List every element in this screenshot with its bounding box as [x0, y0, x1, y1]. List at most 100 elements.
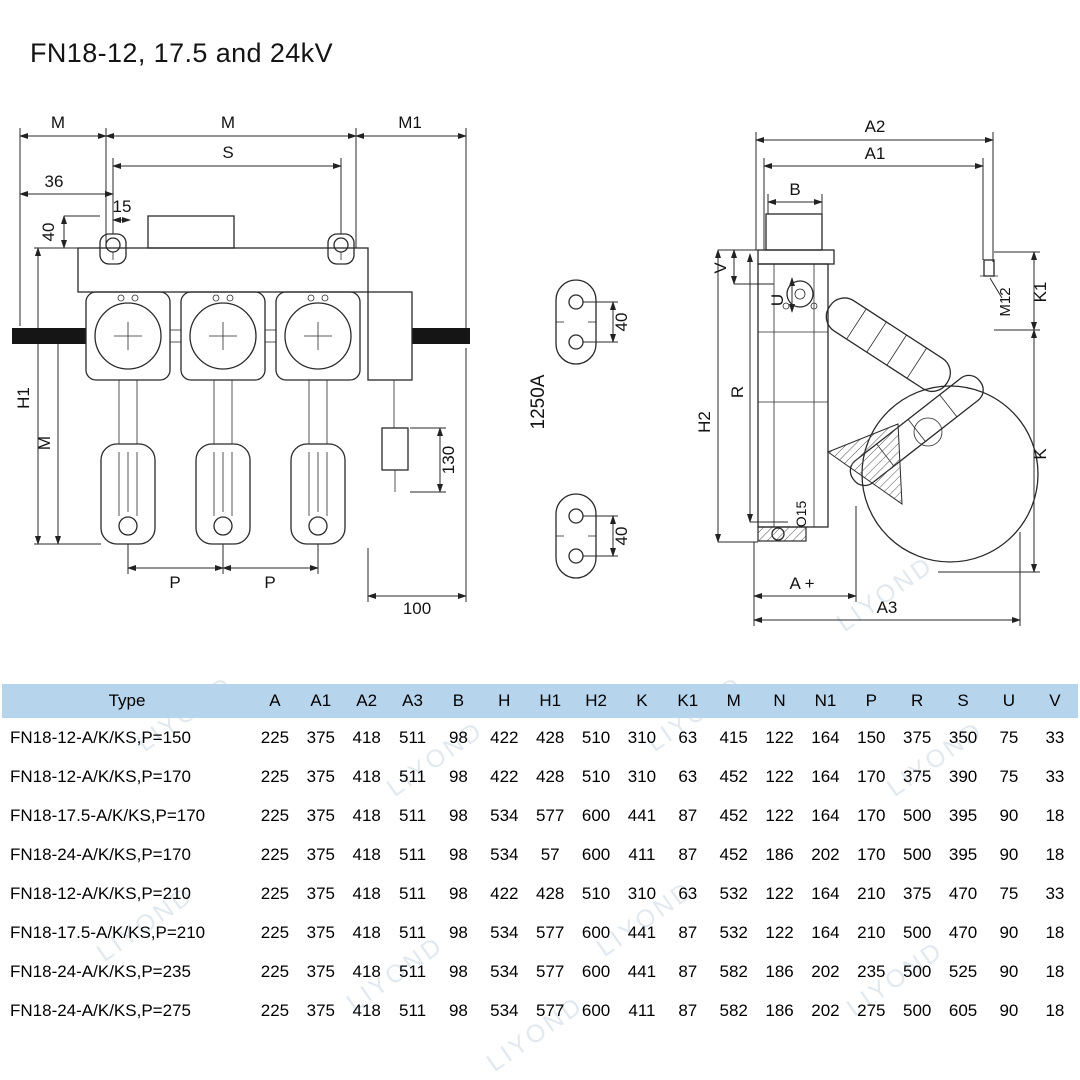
cell-value: 63 [678, 766, 698, 786]
lower-insulator [100, 379, 156, 545]
col-header-v: V [1031, 684, 1078, 718]
cell-value: 418 [352, 961, 381, 981]
col-header-type: Type [2, 684, 252, 718]
mounting-plates-drawing: 40 1250A 40 [528, 279, 631, 579]
side-body [757, 213, 1039, 563]
cell-value: 525 [948, 961, 978, 981]
cell-value: 98 [448, 844, 468, 864]
cell-value: 534 [490, 922, 519, 942]
cell-value: 63 [678, 727, 698, 747]
front-view-drawing: M M M1 S 36 15 40 H1 M P P 100 130 [12, 113, 470, 618]
cell-value: 98 [448, 961, 468, 981]
lower-insulator [195, 379, 251, 545]
cell-value: 98 [448, 805, 468, 825]
cell-value: 418 [352, 766, 381, 786]
cell-value: 90 [999, 1000, 1019, 1020]
col-header-a1: A1 [297, 684, 344, 718]
dim-label-o15: O15 [793, 501, 809, 528]
cell-value: 577 [536, 1000, 565, 1020]
cell-value: 375 [306, 805, 335, 825]
cell-value: 390 [948, 766, 978, 786]
dim-label-a2: A2 [865, 117, 886, 136]
dim-label-v: V [711, 262, 730, 274]
cell-value: 600 [581, 805, 611, 825]
cell-value: 511 [399, 805, 427, 825]
cell-value: 534 [490, 844, 519, 864]
cell-value: 582 [719, 961, 748, 981]
cell-value: 605 [948, 1000, 978, 1020]
dim-label-m-vertical: M [35, 436, 54, 450]
cell-value: 534 [490, 1000, 519, 1020]
cell-value: 422 [490, 883, 519, 903]
dim-label-40-bottom: 40 [612, 527, 631, 546]
cell-value: 418 [352, 727, 381, 747]
cell-value: 164 [811, 805, 840, 825]
cell-value: 87 [678, 922, 698, 942]
cell-value: 98 [448, 883, 468, 903]
dim-label-k1: K1 [1031, 282, 1050, 303]
dim-label-a1: A1 [865, 144, 886, 163]
cell-value: 511 [399, 922, 427, 942]
cell-value: 310 [627, 727, 657, 747]
cell-value: 186 [765, 1000, 794, 1020]
cell-value: 418 [352, 922, 381, 942]
cell-type: FN18-17.5-A/K/KS,P=170 [10, 805, 206, 825]
cell-value: 90 [999, 844, 1019, 864]
dim-label-h2: H2 [695, 411, 714, 433]
cell-value: 600 [581, 961, 611, 981]
cell-value: 18 [1045, 922, 1065, 942]
side-dimension-labels: A2 A1 B V U M12 K1 K R H2 O15 A + A3 [695, 117, 1050, 617]
dim-label-s: S [222, 143, 233, 162]
col-header-k1: K1 [664, 684, 711, 718]
dim-label-36: 36 [45, 172, 64, 191]
dim-label-40-top: 40 [612, 313, 631, 332]
cell-value: 310 [627, 883, 657, 903]
cell-value: 418 [352, 844, 381, 864]
cell-value: 511 [399, 844, 427, 864]
dim-label-15: 15 [113, 197, 132, 216]
cell-value: 225 [260, 766, 290, 786]
cell-value: 350 [948, 727, 978, 747]
cell-value: 18 [1045, 805, 1065, 825]
cell-value: 422 [490, 766, 519, 786]
cell-value: 18 [1045, 1000, 1065, 1020]
cell-value: 600 [581, 844, 611, 864]
cell-value: 164 [811, 922, 840, 942]
dim-label-m-mid: M [221, 113, 235, 132]
lower-insulator [290, 379, 346, 545]
cell-value: 75 [999, 883, 1019, 903]
cell-value: 90 [999, 961, 1019, 981]
cell-value: 375 [306, 727, 335, 747]
dim-label-h1: H1 [14, 387, 33, 409]
cell-value: 75 [999, 766, 1019, 786]
cell-value: 511 [399, 766, 427, 786]
cell-value: 470 [948, 883, 978, 903]
cell-value: 33 [1045, 766, 1065, 786]
cell-value: 122 [765, 766, 794, 786]
dim-label-p-left: P [169, 573, 180, 592]
cell-value: 510 [581, 883, 611, 903]
cell-value: 500 [903, 805, 932, 825]
cell-value: 532 [719, 922, 748, 942]
col-header-m: M [710, 684, 757, 718]
cell-value: 511 [399, 961, 427, 981]
cell-value: 452 [719, 766, 748, 786]
cell-value: 225 [260, 727, 290, 747]
cell-value: 57 [540, 844, 560, 864]
cell-value: 534 [490, 805, 519, 825]
cell-value: 600 [581, 922, 611, 942]
cell-value: 500 [903, 922, 932, 942]
cell-value: 375 [306, 961, 335, 981]
cell-value: 87 [678, 805, 698, 825]
current-rating-label: 1250A [528, 374, 549, 429]
cell-value: 577 [536, 961, 565, 981]
cell-value: 532 [719, 883, 748, 903]
cell-value: 122 [765, 922, 794, 942]
cell-value: 186 [765, 961, 794, 981]
cell-value: 428 [536, 766, 565, 786]
page-title: FN18-12, 17.5 and 24kV [30, 38, 333, 68]
